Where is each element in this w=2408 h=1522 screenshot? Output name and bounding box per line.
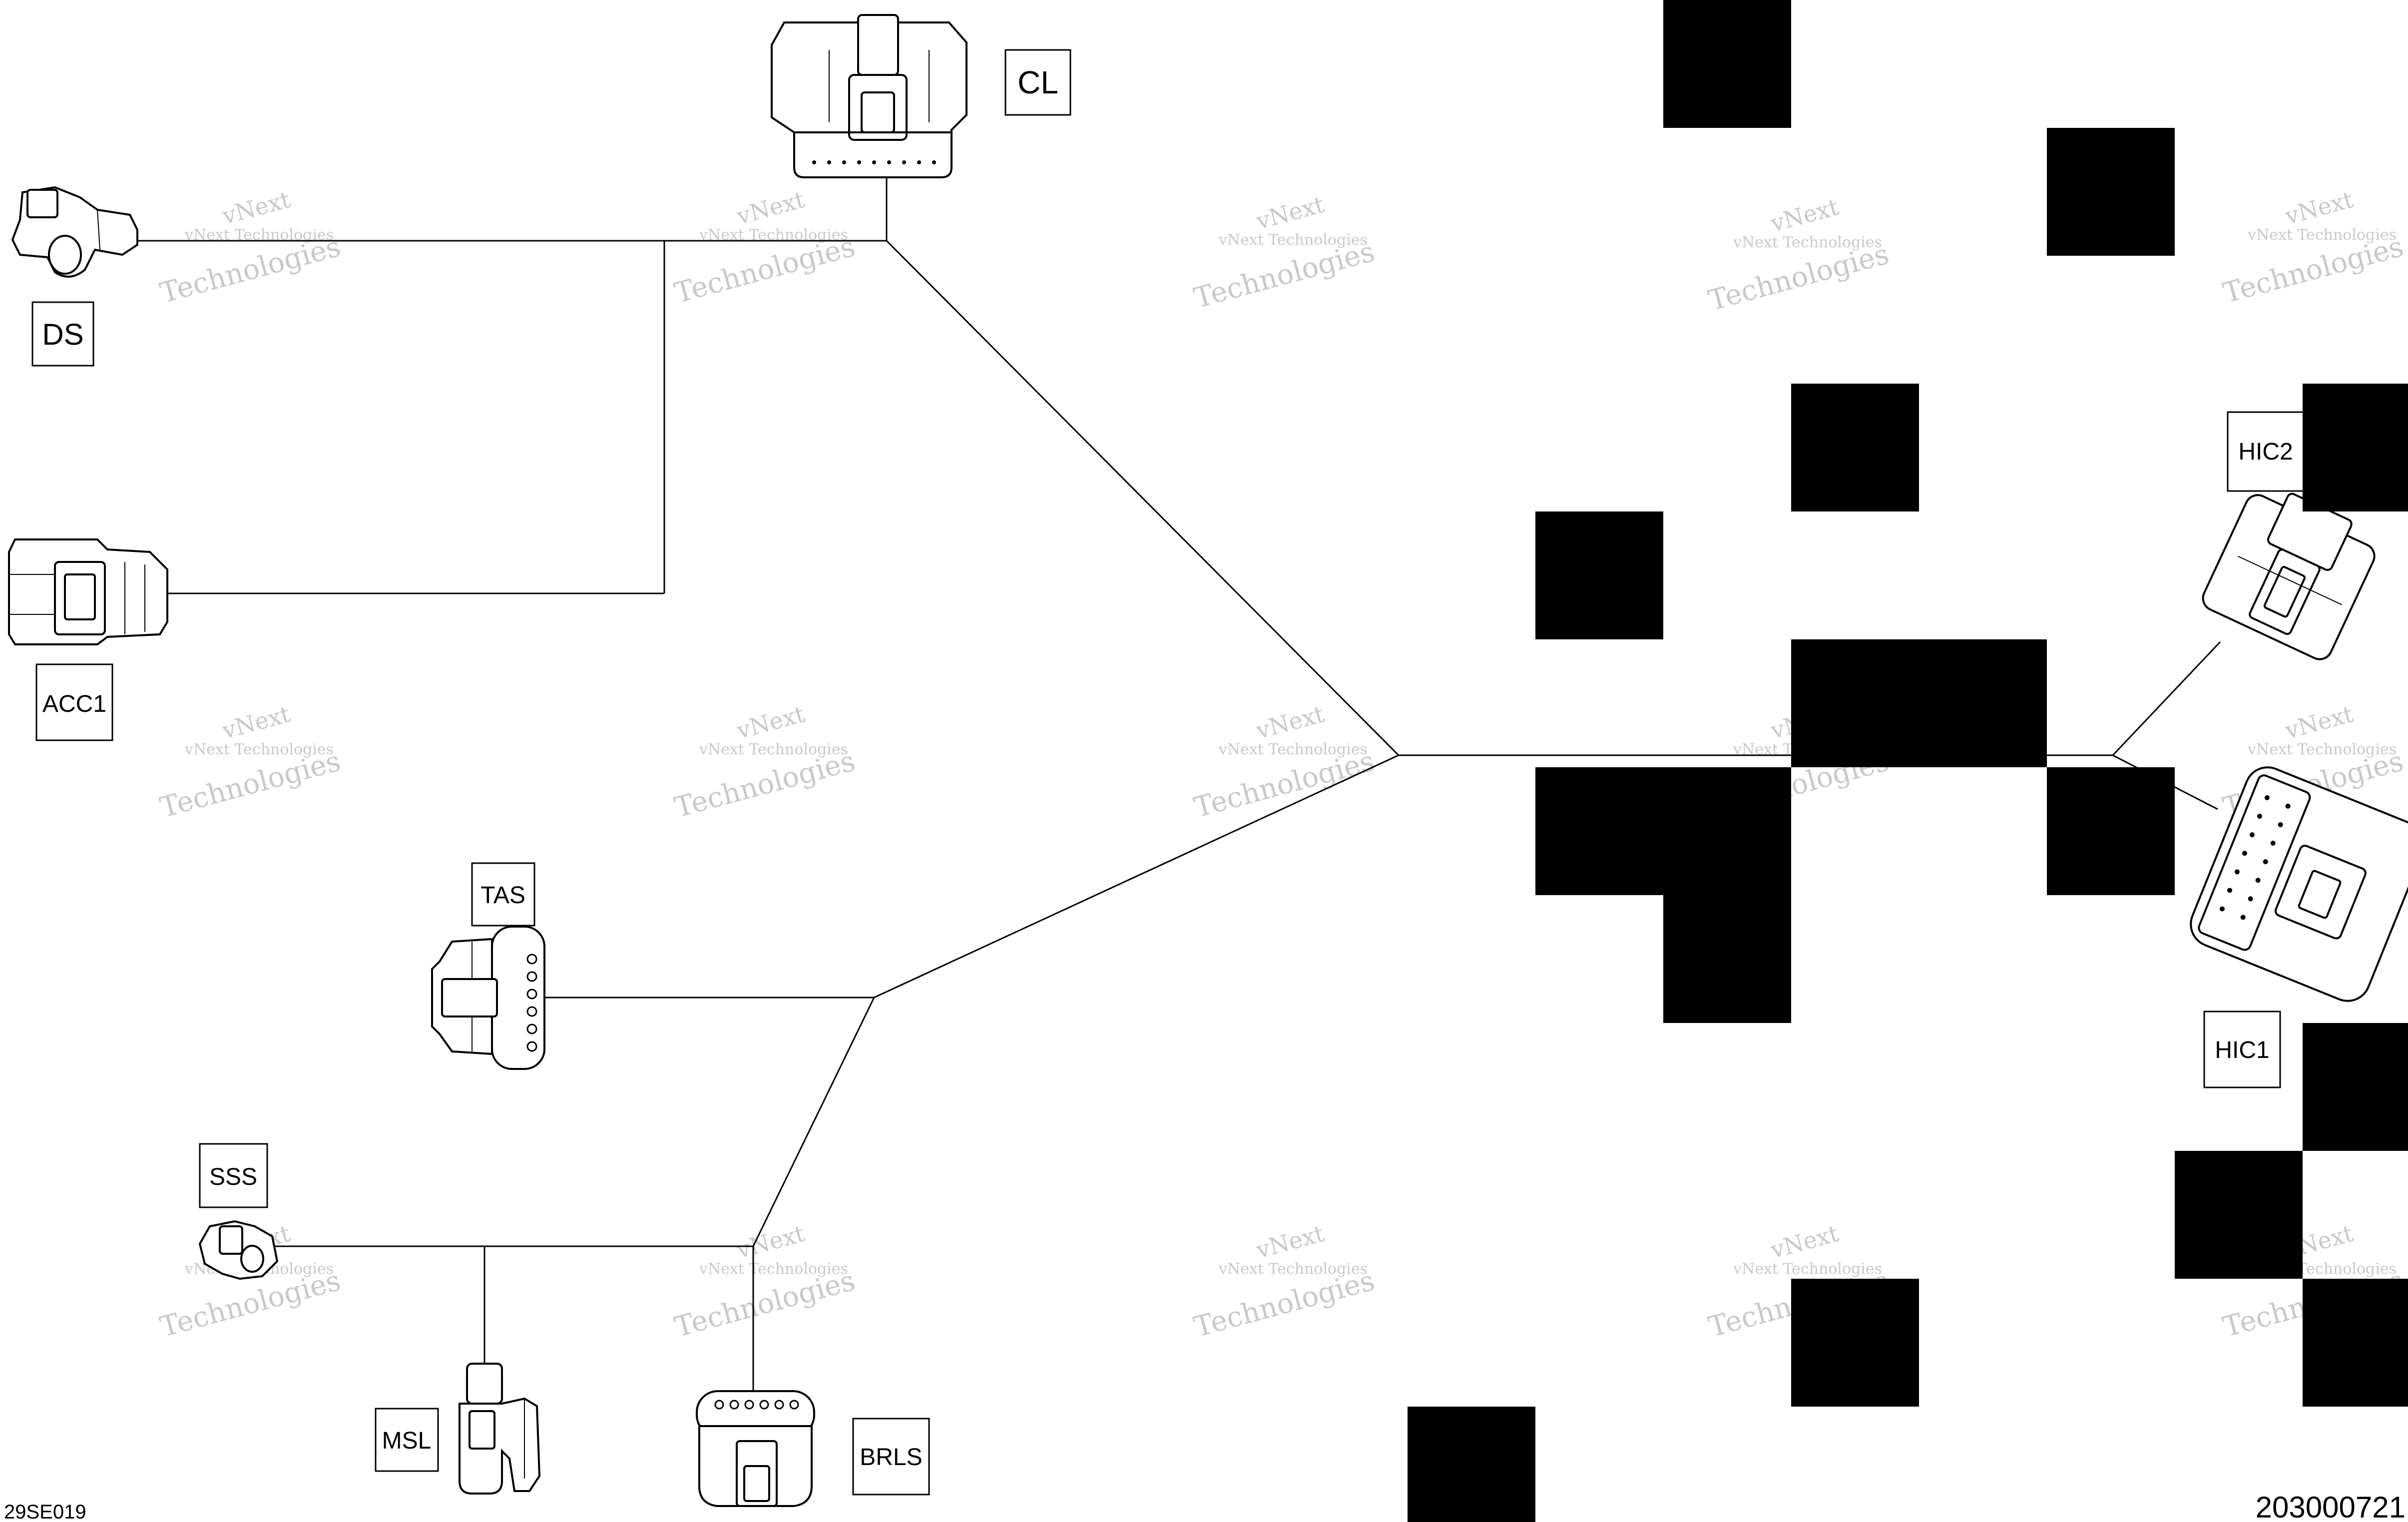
label-brls: BRLS [852,1418,930,1496]
svg-text:vNext: vNext [734,186,808,230]
redaction-block [1663,895,1791,1023]
svg-text:vNext Technologies: vNext Technologies [1218,231,1368,249]
svg-text:vNext Technologies: vNext Technologies [2247,741,2397,758]
part-number: 203000721 [2256,1491,2406,1522]
svg-text:vNext: vNext [734,1220,808,1264]
redaction-block [1791,1279,1919,1407]
svg-text:vNext: vNext [2282,186,2357,230]
redaction-block [1791,384,1919,511]
svg-text:vNext Technologies: vNext Technologies [699,741,848,758]
svg-text:HIC1: HIC1 [2215,1037,2269,1063]
redaction-blocks [1408,0,2408,1522]
svg-text:vNext: vNext [1768,1220,1842,1264]
svg-text:vNext Technologies: vNext Technologies [699,1260,848,1278]
redaction-block [2175,1151,2303,1279]
redaction-block [2047,128,2175,256]
svg-text:MSL: MSL [382,1428,432,1454]
hic2-connector [2202,493,2376,660]
watermark: vNext Technologies vNext Technologies [1191,1220,1378,1344]
sss-connector [198,1220,279,1280]
cl-connector [771,14,967,178]
redaction-block [1663,0,1791,128]
redaction-block [2303,384,2408,511]
svg-text:vNext: vNext [1253,700,1328,744]
watermark: vNext Technologies vNext Technologies [157,186,344,310]
svg-text:vNext Technologies: vNext Technologies [1733,234,1882,251]
label-hic2: HIC2 [2227,411,2305,492]
svg-text:TAS: TAS [481,882,525,909]
acc1-connector [8,538,168,645]
svg-text:vNext: vNext [1768,193,1842,237]
figure-code: 29SE019 [4,1501,86,1522]
watermark: vNext Technologies vNext Technologies [2220,186,2407,310]
svg-text:vNext Technologies: vNext Technologies [184,741,334,758]
redaction-block [2047,767,2175,895]
redaction-block [2303,1279,2408,1407]
watermark: vNext Technologies vNext Technologies [671,186,859,310]
label-sss: SSS [199,1143,268,1208]
label-msl: MSL [375,1408,439,1472]
svg-text:vNext: vNext [219,186,294,230]
svg-text:vNext: vNext [219,700,294,744]
watermark: vNext Technologies vNext Technologies [1191,191,1378,315]
tas-connector [431,926,545,1070]
svg-text:CL: CL [1017,64,1058,100]
label-ds: DS [31,301,94,367]
svg-text:HIC2: HIC2 [2238,439,2293,465]
svg-text:vNext Technologies: vNext Technologies [2247,226,2397,244]
label-tas: TAS [471,862,535,927]
svg-text:vNext: vNext [734,700,808,744]
redaction-block [1791,639,2047,767]
wire-cl-trunk [886,240,1400,756]
svg-text:vNext Technologies: vNext Technologies [1218,1260,1368,1278]
watermark: vNext Technologies vNext Technologies [157,700,344,824]
svg-text:DS: DS [42,318,83,351]
redaction-block [1408,1407,1535,1522]
redaction-block [1535,511,1663,639]
hic1-connector [2190,766,2408,1002]
redaction-block [2303,1023,2408,1151]
svg-text:vNext Technologies: vNext Technologies [1218,741,1368,758]
ds-connector [11,186,138,278]
wire-hic2 [2112,641,2221,756]
label-hic1: HIC1 [2203,1011,2281,1088]
svg-text:vNext Technologies: vNext Technologies [1733,1260,1882,1278]
svg-text:vNext: vNext [2282,700,2357,744]
svg-text:vNext: vNext [1253,191,1328,235]
svg-text:vNext: vNext [1253,1220,1328,1264]
watermark: vNext Technologies vNext Technologies [1705,193,1893,317]
msl-connector [459,1363,541,1495]
wire-tas-trunk [874,754,1399,999]
brls-connector [696,1390,815,1507]
redaction-block [1535,767,1791,895]
svg-text:BRLS: BRLS [860,1444,922,1471]
svg-text:ACC1: ACC1 [42,691,106,717]
label-cl: CL [1004,49,1071,116]
harness-wires [135,177,2221,1394]
svg-text:SSS: SSS [209,1164,257,1190]
watermark: vNext Technologies vNext Technologies [671,1220,859,1344]
wire-lower-trunk [752,997,875,1247]
watermark: vNext Technologies vNext Technologies [1191,700,1378,824]
label-boxes: CL DS ACC1 TAS SSS MSL BRLS HIC2 [31,49,2305,1496]
label-acc1: ACC1 [35,663,113,741]
watermark: vNext Technologies vNext Technologies [671,700,859,824]
watermark-layer: vNext Technologies vNext Technologies vN… [157,186,2407,1344]
